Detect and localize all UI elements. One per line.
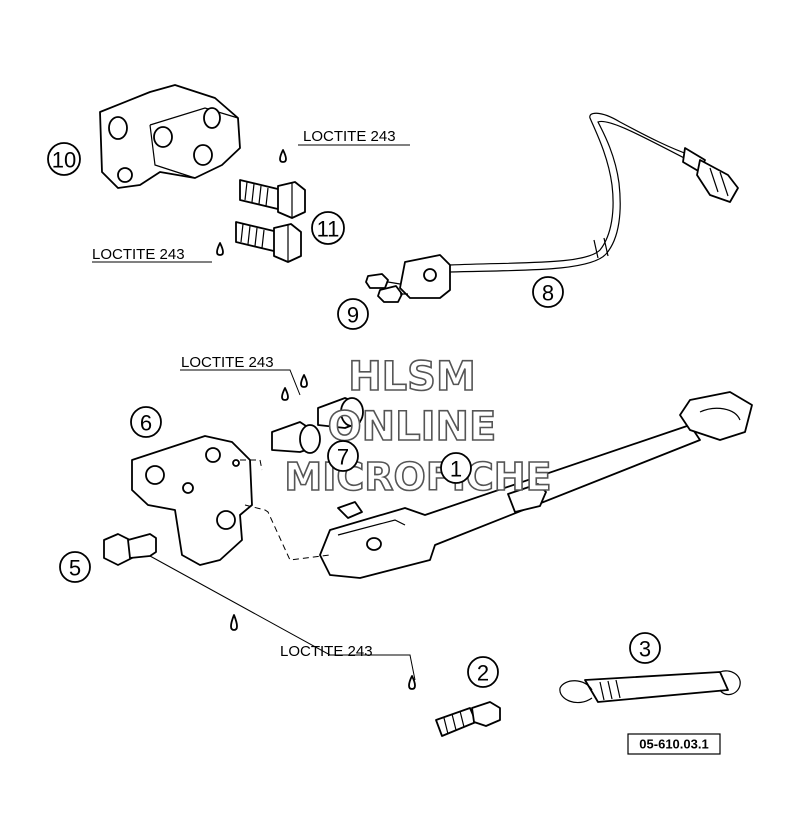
loctite-drop-icon xyxy=(216,242,224,256)
callout-1: 1 xyxy=(440,452,472,484)
svg-text:7: 7 xyxy=(337,445,349,470)
svg-text:9: 9 xyxy=(347,303,359,328)
bolt-part xyxy=(239,179,306,219)
bolt-part xyxy=(103,533,157,566)
sensor-cable-part xyxy=(399,112,739,299)
loctite-drop-icon xyxy=(230,614,238,631)
leader-line xyxy=(180,369,301,396)
bracket-mount-part xyxy=(99,84,241,189)
loctite-drop-icon xyxy=(281,387,289,401)
assembly-line xyxy=(244,504,331,561)
spring-part xyxy=(559,670,741,703)
svg-text:5: 5 xyxy=(69,556,81,581)
svg-text:6: 6 xyxy=(140,411,152,436)
callout-9: 9 xyxy=(337,298,369,330)
svg-text:2: 2 xyxy=(477,661,489,686)
bolt-part xyxy=(271,421,321,454)
callout-11: 11 xyxy=(311,211,345,245)
watermark-line: ONLINE xyxy=(328,404,497,450)
side-stand-part xyxy=(319,391,753,579)
bolt-part xyxy=(317,397,364,429)
loctite-label: LOCTITE 243 xyxy=(181,354,274,371)
callout-3: 3 xyxy=(629,632,661,664)
callout-10: 10 xyxy=(47,142,81,176)
watermark-line: HLSM xyxy=(348,354,476,400)
loctite-drop-icon xyxy=(279,149,287,163)
callout-8: 8 xyxy=(532,276,564,308)
loctite-drop-icon xyxy=(408,675,416,690)
mounting-plate-part xyxy=(131,435,253,566)
reference-code: 05-610.03.1 xyxy=(639,737,708,752)
callout-6: 6 xyxy=(130,406,162,438)
svg-text:1: 1 xyxy=(450,457,462,482)
svg-text:8: 8 xyxy=(542,281,554,306)
stud-bolt-part xyxy=(435,701,501,737)
reference-code-box: 05-610.03.1 xyxy=(627,733,721,755)
svg-text:3: 3 xyxy=(639,637,651,662)
watermark-line: MICROFICHE xyxy=(284,455,551,499)
loctite-drop-icon xyxy=(300,374,308,388)
loctite-label: LOCTITE 243 xyxy=(92,246,185,263)
loctite-label: LOCTITE 243 xyxy=(280,643,373,660)
callout-2: 2 xyxy=(467,656,499,688)
svg-text:11: 11 xyxy=(317,217,340,242)
assembly-line xyxy=(240,459,263,471)
loctite-label: LOCTITE 243 xyxy=(303,128,396,145)
bolt-part xyxy=(235,221,302,263)
callout-7: 7 xyxy=(327,440,359,472)
callout-5: 5 xyxy=(59,551,91,583)
screw-part xyxy=(365,273,408,303)
leader-line xyxy=(149,555,416,681)
svg-text:10: 10 xyxy=(52,148,76,173)
